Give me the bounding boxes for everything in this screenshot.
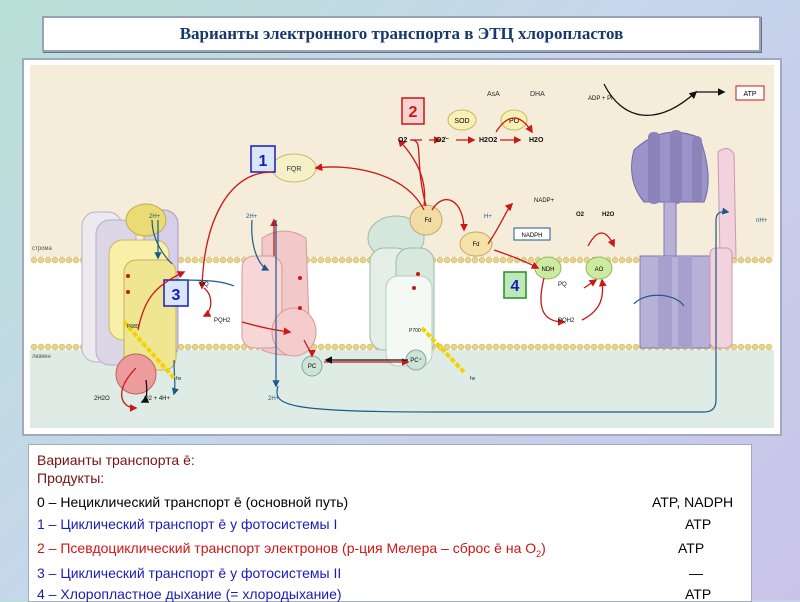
fd-label: Fd: [472, 242, 479, 248]
legend-row-0: 0 – Нециклический транспорт ē (основной …: [37, 494, 349, 510]
po-label: PO: [509, 118, 520, 125]
p700-label: P700: [409, 328, 421, 334]
two-h2o-label: 2H2O: [94, 396, 110, 402]
legend-product-2: ATP: [678, 540, 705, 556]
pc-plus-label: PC⁺: [410, 357, 422, 364]
pqh2-label-2: PQH2: [558, 318, 575, 324]
two-h-label-1: 2H+: [149, 214, 161, 220]
svg-text:4: 4: [511, 278, 520, 295]
diagram-figure: строма люмен FQR S: [22, 58, 782, 436]
po-enzyme: [500, 109, 528, 131]
svg-text:2: 2: [409, 104, 418, 121]
legend-box: Варианты транспорта ē: Продукты: 0 – Нец…: [28, 444, 752, 602]
legend-product-4: ATP: [685, 586, 712, 602]
o2-label: O2: [398, 137, 407, 144]
legend-product-1: ATP: [685, 516, 712, 532]
svg-text:ATP: ATP: [743, 91, 756, 98]
fd-protein: [459, 231, 493, 257]
badge-4: 4: [503, 271, 527, 299]
h2o-right-label: H2O: [602, 212, 615, 218]
dha-label: DHA: [530, 91, 545, 98]
light-beam-psii: [122, 320, 176, 380]
lumen-label: люмен: [32, 354, 51, 360]
legend-row-2: 2 – Псевдоциклический транспорт электрон…: [37, 540, 546, 559]
nadph-box: NADPH: [513, 227, 551, 241]
atp-box: ATP: [735, 85, 765, 101]
badge-3: 3: [163, 279, 189, 307]
h-plus-label: H+: [484, 214, 492, 220]
o2-right-label: O2: [576, 212, 585, 218]
o2-radical-label: O2̇⁻: [436, 137, 449, 144]
etc-diagram: строма люмен FQR S: [30, 65, 774, 428]
stroma-label: строма: [32, 246, 53, 252]
o2-4h-label: O2 + 4H+: [144, 396, 171, 402]
black-arrows: [140, 83, 726, 403]
h2o-label: H2O: [529, 137, 544, 144]
ndh-label: NDH: [542, 267, 555, 273]
badge-1: 1: [250, 145, 276, 173]
legend-product-0: ATP, NADPH: [652, 494, 734, 510]
nadp-label: NADP+: [534, 198, 555, 204]
pc-label: PC: [308, 364, 317, 370]
hv-label-2: hv: [470, 376, 476, 382]
svg-text:3: 3: [172, 287, 181, 304]
fqr-label: FQR: [287, 166, 302, 173]
pqh2-label-1: PQH2: [214, 318, 231, 324]
sod-label: SOD: [454, 118, 469, 125]
two-h-label-3: 2H+: [268, 396, 280, 402]
electron-flow-arrows: [121, 117, 615, 412]
proton-flow-arrows: [151, 207, 730, 413]
pq-label-2: PQ: [558, 282, 567, 288]
p680-label: P680: [127, 324, 139, 330]
light-beam-psi: [420, 326, 466, 374]
pq-label-1: PQ: [200, 282, 209, 288]
h2o2-label: H2O2: [479, 137, 497, 144]
ao-label: AO: [595, 267, 604, 273]
legend-row-1: 1 – Циклический транспорт ē у фотосистем…: [37, 516, 338, 532]
svg-text:1: 1: [259, 153, 268, 170]
hv-label-1: hv: [176, 376, 182, 382]
photosystem-ii: [81, 203, 179, 395]
fd-label-psi: Fd: [424, 218, 431, 224]
legend-product-3: —: [689, 565, 703, 581]
legend-products-label: Продукты:: [37, 470, 105, 486]
photosystem-i: [367, 204, 443, 367]
redox-dots: [126, 272, 420, 310]
legend-row-3: 3 – Циклический транспорт ē у фотосистем…: [37, 565, 342, 581]
sod-enzyme: [447, 109, 477, 131]
atp-synthase: [631, 130, 737, 349]
nh-plus-label: nH+: [756, 218, 768, 224]
asa-label: AsA: [487, 91, 500, 98]
slide-title: Варианты электронного транспорта в ЭТЦ х…: [179, 24, 624, 43]
adp-label: ADP + Pi: [588, 96, 612, 102]
title-box: Варианты электронного транспорта в ЭТЦ х…: [42, 16, 761, 52]
legend-row-4: 4 – Хлоропластное дыхание (= хлородыхани…: [37, 586, 342, 602]
badge-2: 2: [401, 97, 425, 125]
legend-heading: Варианты транспорта ē:: [37, 452, 195, 468]
two-h-label-2: 2H+: [246, 214, 258, 220]
svg-text:NADPH: NADPH: [521, 233, 542, 239]
